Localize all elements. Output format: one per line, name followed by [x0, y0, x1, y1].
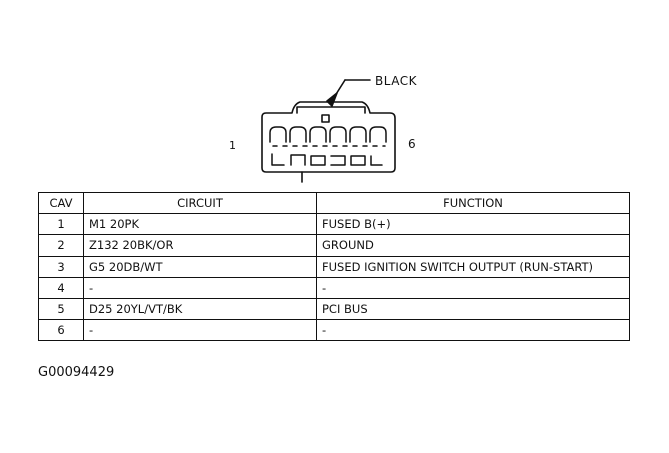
- function-cell: GROUND: [316, 234, 630, 257]
- table-row: 2 Z132 20BK/OR GROUND: [38, 234, 630, 257]
- table-row: 4 - -: [38, 276, 630, 299]
- circuit-cell: -: [83, 319, 317, 342]
- cav-cell: 4: [38, 276, 84, 299]
- connector-color-label: BLACK: [375, 74, 417, 88]
- cavity-row-top: [269, 126, 387, 147]
- pinout-table: CAV CIRCUIT FUNCTION 1 M1 20PK FUSED B(+…: [38, 191, 630, 342]
- table-row: 5 D25 20YL/VT/BK PCI BUS: [38, 297, 630, 321]
- function-cell: -: [316, 319, 630, 342]
- figure-id: G00094429: [38, 365, 115, 380]
- circuit-cell: -: [83, 276, 317, 299]
- table-row: 6 - -: [38, 319, 630, 342]
- cav-cell: 2: [38, 234, 84, 257]
- connector-drawing: [261, 79, 396, 183]
- cav-cell: 1: [38, 213, 84, 236]
- cav-cell: 3: [38, 255, 84, 278]
- table-row: 3 G5 20DB/WT FUSED IGNITION SWITCH OUTPU…: [38, 255, 630, 278]
- pin-number-last: 6: [408, 137, 416, 151]
- circuit-cell: G5 20DB/WT: [83, 255, 317, 278]
- function-cell: FUSED B(+): [316, 213, 630, 236]
- function-cell: FUSED IGNITION SWITCH OUTPUT (RUN-START): [316, 255, 630, 278]
- header-cav: CAV: [38, 191, 84, 215]
- circuit-cell: M1 20PK: [83, 213, 317, 236]
- connector-latch: [296, 106, 366, 114]
- header-function: FUNCTION: [316, 191, 630, 215]
- function-cell: PCI BUS: [316, 297, 630, 321]
- connector-shell: [261, 101, 396, 173]
- table-header-row: CAV CIRCUIT FUNCTION: [38, 191, 630, 215]
- table-row: 1 M1 20PK FUSED B(+): [38, 213, 630, 236]
- cavity-row-bottom: [271, 153, 383, 166]
- connector-diagram: BLACK 1 6: [0, 0, 669, 190]
- header-circuit: CIRCUIT: [83, 191, 317, 215]
- cav-cell: 6: [38, 319, 84, 342]
- cav-cell: 5: [38, 297, 84, 321]
- callout-leader: [326, 79, 371, 107]
- latch-notch: [321, 114, 330, 123]
- function-cell: -: [316, 276, 630, 299]
- circuit-cell: Z132 20BK/OR: [83, 234, 317, 257]
- pin-number-first: 1: [229, 139, 236, 152]
- circuit-cell: D25 20YL/VT/BK: [83, 297, 317, 321]
